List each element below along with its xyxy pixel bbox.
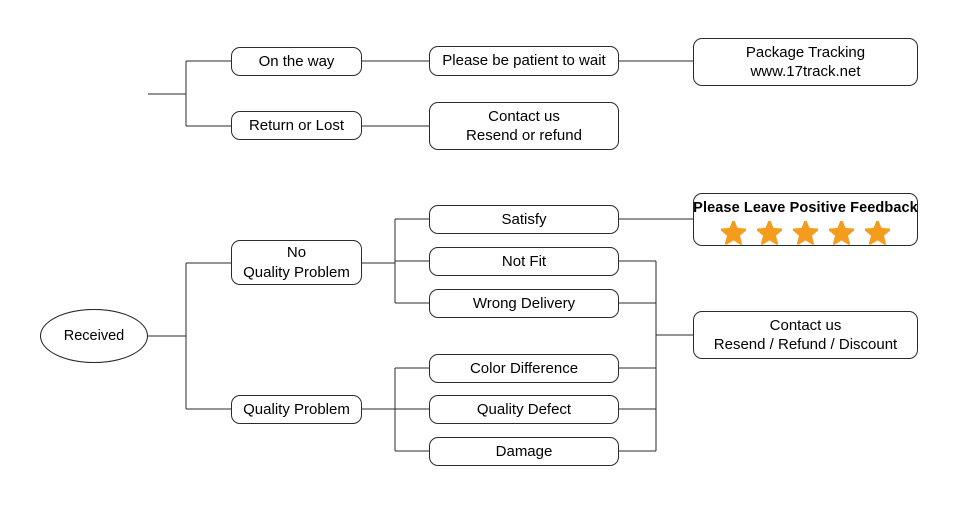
- star-icon[interactable]: [865, 220, 890, 246]
- on-the-way-label: On the way: [258, 52, 335, 70]
- satisfy-label: Satisfy: [501, 210, 547, 228]
- wrong-delivery-label: Wrong Delivery: [472, 294, 576, 312]
- node-wrong-delivery[interactable]: Wrong Delivery: [429, 289, 619, 318]
- node-quality-defect[interactable]: Quality Defect: [429, 395, 619, 424]
- package-tracking-line2: www.17track.net: [750, 63, 861, 80]
- return-or-lost-label: Return or Lost: [248, 116, 345, 134]
- received-label: Received: [63, 327, 125, 344]
- star-icon[interactable]: [829, 220, 854, 246]
- contact-discount-line2: Resend / Refund / Discount: [713, 336, 898, 353]
- node-leave-positive-feedback[interactable]: Please Leave Positive Feedback: [693, 193, 918, 246]
- no-quality-problem-line1: No: [286, 244, 307, 261]
- node-damage[interactable]: Damage: [429, 437, 619, 466]
- node-package-tracking[interactable]: Package Tracking www.17track.net: [693, 38, 918, 86]
- contact-us-line2: Resend or refund: [466, 127, 582, 144]
- node-satisfy[interactable]: Satisfy: [429, 205, 619, 234]
- not-fit-label: Not Fit: [501, 252, 547, 270]
- node-quality-problem[interactable]: Quality Problem: [231, 395, 362, 424]
- feedback-label: Please Leave Positive Feedback: [693, 200, 918, 216]
- node-on-the-way[interactable]: On the way: [231, 47, 362, 76]
- package-tracking-line1: Package Tracking: [745, 43, 866, 61]
- star-icon[interactable]: [721, 220, 746, 246]
- quality-defect-label: Quality Defect: [476, 400, 572, 418]
- star-rating[interactable]: [721, 220, 890, 246]
- node-contact-us-resend-refund[interactable]: Contact us Resend or refund: [429, 102, 619, 150]
- node-received[interactable]: Received: [40, 309, 148, 363]
- node-no-quality-problem[interactable]: No Quality Problem: [231, 240, 362, 285]
- star-icon[interactable]: [793, 220, 818, 246]
- node-please-be-patient[interactable]: Please be patient to wait: [429, 46, 619, 76]
- contact-discount-line1: Contact us: [769, 316, 842, 334]
- node-color-difference[interactable]: Color Difference: [429, 354, 619, 383]
- quality-problem-label: Quality Problem: [243, 400, 350, 418]
- node-return-or-lost[interactable]: Return or Lost: [231, 111, 362, 140]
- contact-us-line1: Contact us: [488, 107, 560, 125]
- node-contact-us-resend-refund-discount[interactable]: Contact us Resend / Refund / Discount: [693, 311, 918, 359]
- node-not-fit[interactable]: Not Fit: [429, 247, 619, 276]
- damage-label: Damage: [495, 442, 553, 460]
- color-difference-label: Color Difference: [469, 359, 579, 377]
- star-icon[interactable]: [757, 220, 782, 246]
- no-quality-problem-line2: Quality Problem: [243, 263, 350, 281]
- please-be-patient-label: Please be patient to wait: [442, 52, 606, 70]
